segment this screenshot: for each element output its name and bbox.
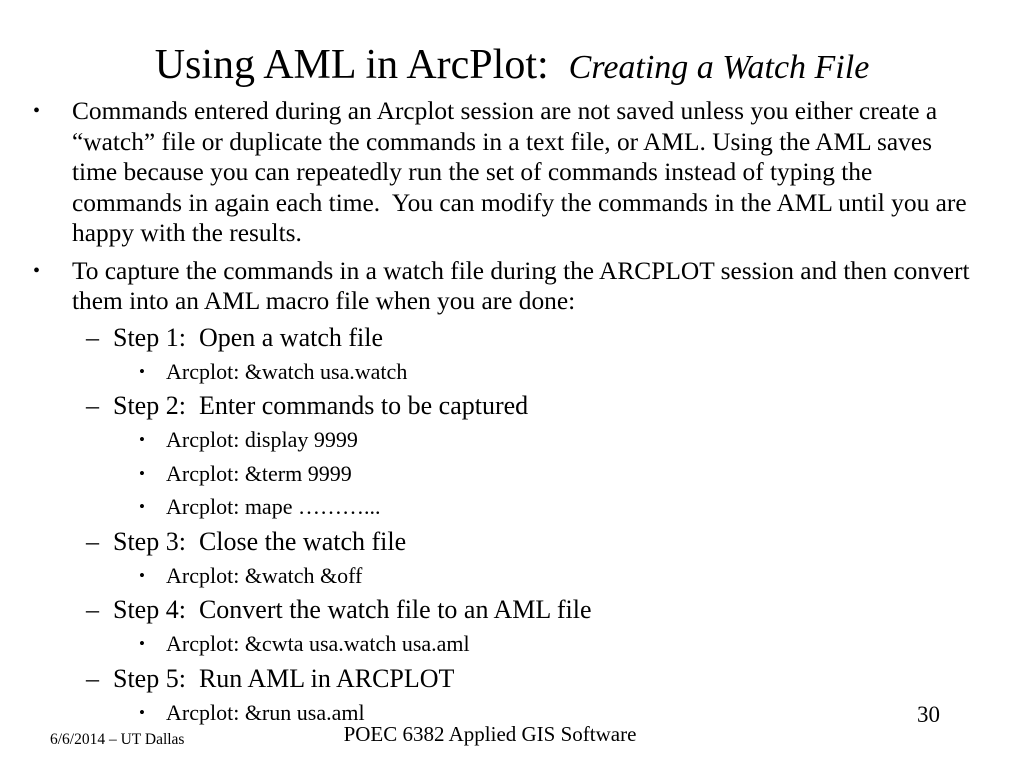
bullet-text: Commands entered during an Arcplot sessi… (72, 97, 973, 247)
bullet-text: Arcplot: &watch &off (166, 562, 363, 588)
bullet-item: –Step 1: Open a watch file (0, 320, 1024, 355)
dash-marker: – (86, 595, 99, 624)
page-number: 30 (917, 702, 940, 727)
bullet-text: To capture the commands in a watch file … (72, 256, 976, 316)
dash-marker: – (86, 322, 99, 352)
bullet-item: • Arcplot: &watch &off (0, 559, 1024, 593)
bullet-text: Arcplot: &cwta usa.watch usa.aml (166, 631, 470, 656)
dash-marker: – (86, 391, 99, 420)
bullet-item: • Commands entered during an Arcplot sess… (0, 96, 1024, 249)
footer-date: 6/6/2014 – UT Dallas (50, 731, 185, 748)
slide-title: Using AML in ArcPlot: Creating a Watch F… (0, 0, 1024, 94)
footer-course: POEC 6382 Applied GIS Software (343, 722, 637, 746)
bullet-item: • Arcplot: mape ………... (0, 490, 1024, 524)
dash-marker: – (86, 663, 99, 693)
bullet-marker: • (139, 565, 145, 585)
bullet-text: Arcplot: &run usa.aml (166, 699, 365, 725)
subtitle-text: Creating a Watch File (568, 49, 870, 86)
bullet-item: • Arcplot: &watch usa.watch (0, 355, 1024, 389)
bullet-item: • To capture the commands in a watch file… (0, 256, 1024, 317)
bullet-text: Arcplot: mape ………... (166, 494, 381, 519)
bullet-text: Arcplot: display 9999 (166, 427, 358, 452)
slide-body: • Commands entered during an Arcplot sess… (0, 96, 1024, 729)
bullet-marker: • (33, 259, 41, 282)
bullet-item: • Arcplot: &cwta usa.watch usa.aml (0, 627, 1024, 661)
bullet-marker: • (33, 100, 41, 122)
bullet-item: –Step 2: Enter commands to be captured (0, 388, 1024, 423)
title-text: Using AML in ArcPlot: (154, 42, 549, 88)
bullet-item: –Step 3: Close the watch file (0, 524, 1024, 559)
bullet-item: • Arcplot: &run usa.aml (0, 696, 1024, 730)
bullet-marker: • (139, 497, 145, 516)
dash-marker: – (86, 526, 99, 556)
bullet-text: Step 5: Run AML in ARCPLOT (113, 663, 455, 693)
bullet-item: • Arcplot: display 9999 (0, 423, 1024, 457)
bullet-item: –Step 5: Run AML in ARCPLOT (0, 661, 1024, 696)
bullet-marker: • (139, 702, 145, 722)
bullet-item: –Step 4: Convert the watch file to an AM… (0, 592, 1024, 627)
bullet-text: Step 2: Enter commands to be captured (113, 391, 529, 420)
bullet-item: • Arcplot: &term 9999 (0, 457, 1024, 491)
bullet-text: Step 1: Open a watch file (113, 322, 384, 352)
bullet-marker: • (139, 463, 145, 483)
bullet-text: Arcplot: &term 9999 (166, 460, 352, 486)
bullet-marker: • (139, 634, 145, 653)
bullet-marker: • (139, 361, 145, 381)
bullet-text: Step 4: Convert the watch file to an AML… (113, 595, 592, 624)
bullet-marker: • (139, 430, 145, 449)
bullet-text: Arcplot: &watch usa.watch (166, 358, 408, 384)
bullet-text: Step 3: Close the watch file (113, 526, 407, 556)
